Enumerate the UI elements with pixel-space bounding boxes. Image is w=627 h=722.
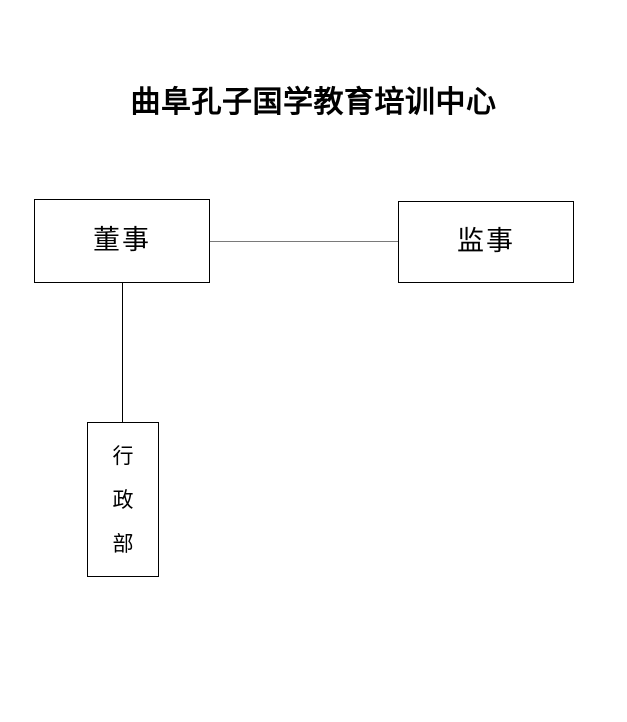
connector-director-supervisor	[210, 241, 398, 242]
org-node-director[interactable]: 董事	[34, 199, 210, 283]
org-node-administration[interactable]: 行 政 部	[87, 422, 159, 577]
connector-director-administration	[122, 283, 123, 422]
page-title: 曲阜孔子国学教育培训中心	[130, 85, 497, 120]
org-node-director-label: 董事	[93, 225, 151, 256]
org-node-supervisor-label: 监事	[457, 226, 515, 257]
org-node-supervisor[interactable]: 监事	[398, 201, 574, 283]
org-node-administration-label: 行 政 部	[112, 443, 134, 556]
